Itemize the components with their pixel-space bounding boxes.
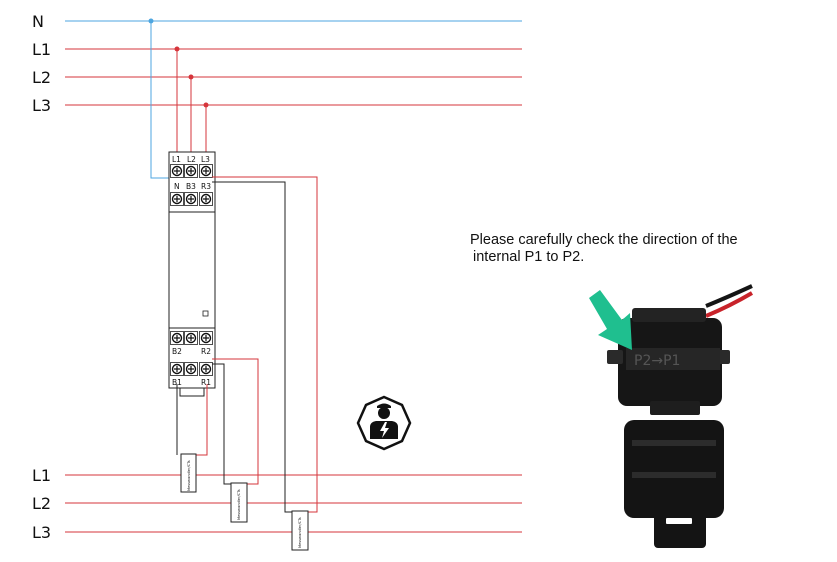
bus-label-l2-bottom: L2 [32, 494, 51, 513]
wire-n [150, 21, 177, 179]
terminal-label-l2: L2 [187, 155, 196, 164]
ct3-wire-red [212, 176, 318, 513]
terminal-label-b3: B3 [186, 182, 196, 191]
bus-label-l3-top: L3 [32, 96, 51, 115]
screw-slot [174, 168, 180, 174]
terminal-label-r3: R3 [201, 182, 211, 191]
ct-2-label: Messwandler/CTs [237, 489, 241, 520]
ct1-wire-red [196, 384, 208, 456]
screw-slot [203, 366, 209, 372]
terminal-label-r1: R1 [201, 378, 211, 387]
screw-slot [188, 366, 194, 372]
ct-3 [291, 510, 309, 551]
direction-note-line-2: internal P1 to P2. [473, 249, 585, 265]
direction-note: Please carefully check the direction of … [470, 232, 830, 266]
screw-slot [203, 196, 209, 202]
clamp-upper-cap [632, 308, 706, 322]
ct-clamp-photo: P2→P1 [589, 284, 754, 548]
screw-slot [188, 168, 194, 174]
meter-clip [179, 388, 205, 397]
bus-label-l2-top: L2 [32, 68, 51, 87]
ct-1 [180, 453, 197, 493]
top-buses: N L1 L2 L3 [32, 12, 522, 115]
clamp-latch-slot [666, 518, 692, 524]
bottom-buses: L1 L2 L3 [32, 466, 522, 542]
terminal-label-l3: L3 [201, 155, 210, 164]
ct3-wire-black [212, 181, 292, 513]
clamp-lower-shell [624, 420, 724, 518]
bus-label-l1-bottom: L1 [32, 466, 51, 485]
screw-slot [188, 196, 194, 202]
clamp-latch [654, 510, 706, 548]
direction-arrow-icon [589, 290, 632, 350]
ct-2 [230, 482, 248, 523]
terminal-screws [170, 164, 213, 376]
ct-wires [176, 176, 318, 513]
clamp-lower-ridge-2 [632, 472, 716, 478]
terminal-label-r2: R2 [201, 347, 211, 356]
terminal-label-b2: B2 [172, 347, 182, 356]
screw-slot [174, 196, 180, 202]
screw-slot [174, 366, 180, 372]
direction-note-line-1: Please carefully check the direction of … [470, 232, 738, 248]
screw-slot [203, 168, 209, 174]
electrician-warning-icon [356, 395, 412, 451]
terminal-label-l1: L1 [172, 155, 181, 164]
clamp-hinge [650, 401, 700, 415]
bus-label-n: N [32, 12, 44, 31]
cable-red [705, 291, 754, 318]
terminal-label-n: N [174, 182, 180, 191]
screw-slot [188, 335, 194, 341]
ct-1-label: Messwandler/CTs [187, 460, 191, 491]
ct2-wire-black [212, 363, 231, 485]
screw-slot [203, 335, 209, 341]
meter-indicator-square [202, 310, 209, 317]
current-transformers: Messwandler/CTs Messwandler/CTs Messwand… [180, 453, 309, 551]
bus-label-l1-top: L1 [32, 40, 51, 59]
ct-3-label: Messwandler/CTs [298, 517, 302, 548]
clamp-lower-ridge [632, 440, 716, 446]
clamp-direction-label: P2→P1 [634, 353, 680, 369]
screw-slot [174, 335, 180, 341]
bus-label-l3-bottom: L3 [32, 523, 51, 542]
cable-black [705, 284, 753, 308]
clamp-label-strip [626, 348, 720, 370]
ct2-wire-red [212, 358, 259, 485]
clamp-left-ear [607, 350, 623, 364]
energy-meter: L1 L2 L3 N B3 R3 B2 R2 B1 R1 [168, 151, 216, 397]
terminal-label-b1: B1 [172, 378, 182, 387]
